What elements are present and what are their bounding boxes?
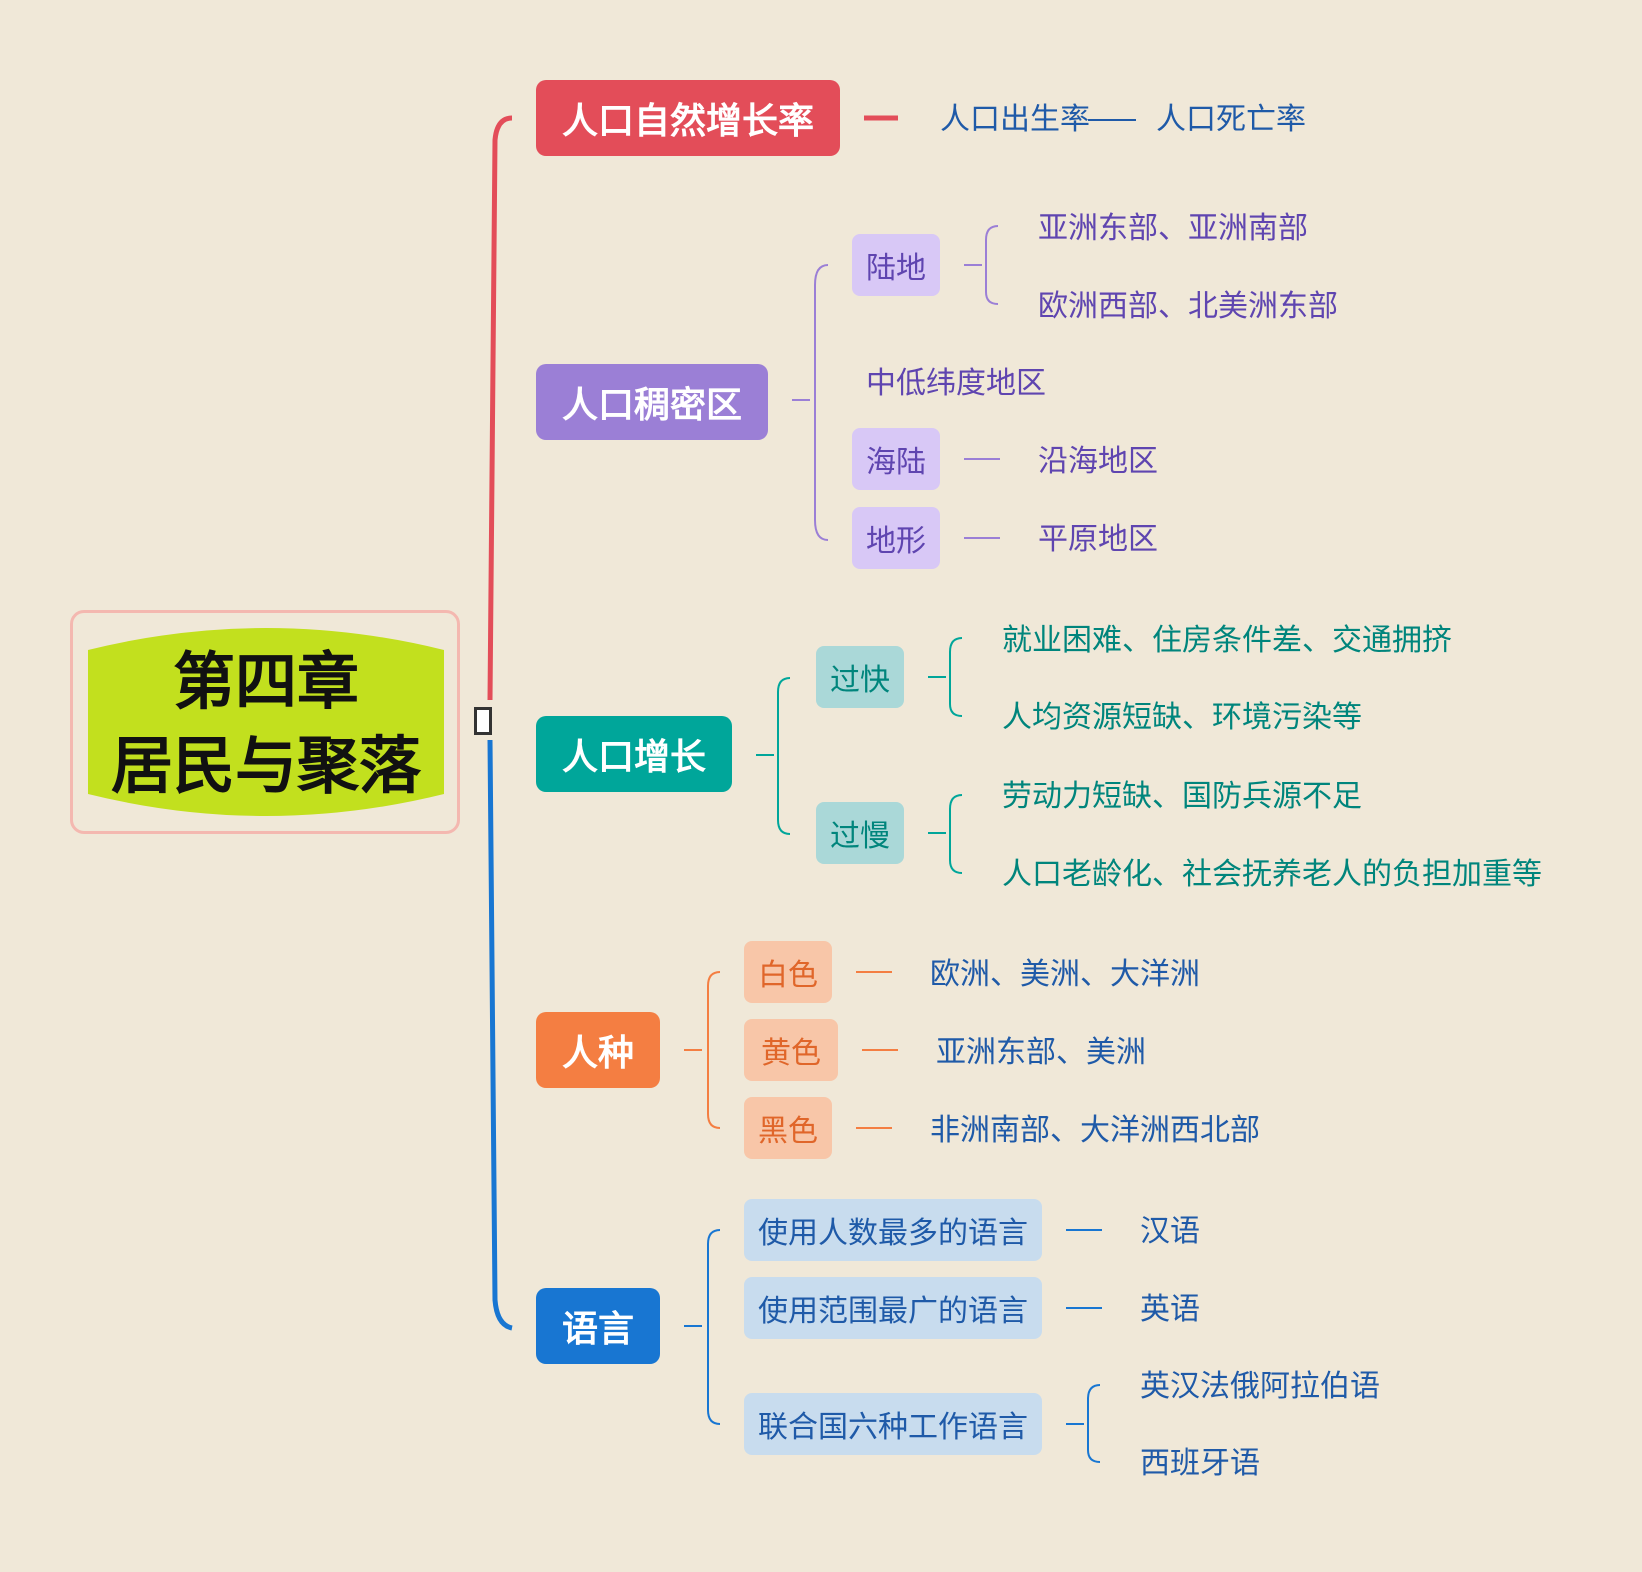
b3-bracket bbox=[756, 677, 791, 835]
b4-bracket bbox=[684, 971, 721, 1129]
branch-natural-growth-label: 人口自然增长率 bbox=[561, 101, 814, 142]
black-value: 非洲南部、大洋洲西北部 bbox=[930, 1113, 1260, 1148]
terrain-value: 平原地区 bbox=[1038, 522, 1158, 557]
node-land-label: 陆地 bbox=[866, 251, 926, 286]
birth-rate-text: 人口出生率 bbox=[940, 102, 1090, 137]
trunk-lower bbox=[487, 739, 513, 1331]
node-terrain-label: 地形 bbox=[866, 524, 926, 559]
branch-population-growth-label: 人口增长 bbox=[561, 737, 706, 778]
node-white-label: 白色 bbox=[758, 958, 818, 993]
node-black-label: 黑色 bbox=[758, 1114, 818, 1149]
root-node-frame bbox=[70, 610, 460, 834]
node-sealand[interactable]: 海陆 bbox=[852, 428, 940, 490]
white-value: 欧洲、美洲、大洋洲 bbox=[930, 957, 1200, 992]
node-most-widespread[interactable]: 使用范围最广的语言 bbox=[744, 1277, 1042, 1339]
node-un-languages[interactable]: 联合国六种工作语言 bbox=[744, 1393, 1042, 1455]
branch-language[interactable]: 语言 bbox=[536, 1288, 660, 1364]
branch-race-label: 人种 bbox=[561, 1033, 634, 1074]
most-spoken-value: 汉语 bbox=[1140, 1214, 1200, 1249]
b2-land-bracket bbox=[964, 225, 999, 305]
node-sealand-label: 海陆 bbox=[866, 445, 926, 480]
b5-un-bracket bbox=[1066, 1384, 1101, 1463]
un-languages-item-1: 英汉法俄阿拉伯语 bbox=[1140, 1369, 1380, 1404]
b5-bracket bbox=[684, 1229, 721, 1425]
branch-dense-area[interactable]: 人口稠密区 bbox=[536, 364, 768, 440]
node-too-fast[interactable]: 过快 bbox=[816, 646, 904, 708]
too-slow-item-2: 人口老龄化、社会抚养老人的负担加重等 bbox=[1002, 857, 1542, 892]
node-yellow[interactable]: 黄色 bbox=[744, 1019, 838, 1081]
natural-growth-formula: 人口出生率 人口死亡率 bbox=[940, 102, 1306, 138]
root-title-line2: 居民与聚落 bbox=[110, 729, 421, 802]
branch-language-label: 语言 bbox=[561, 1309, 634, 1350]
node-terrain[interactable]: 地形 bbox=[852, 507, 940, 569]
node-black[interactable]: 黑色 bbox=[744, 1097, 832, 1159]
node-land[interactable]: 陆地 bbox=[852, 234, 940, 296]
land-item-2: 欧洲西部、北美洲东部 bbox=[1038, 289, 1338, 324]
root-title-line1: 第四章 bbox=[172, 645, 359, 718]
node-un-languages-label: 联合国六种工作语言 bbox=[758, 1410, 1028, 1445]
root-title[interactable]: 第四章 居民与聚落 bbox=[80, 640, 452, 808]
sealand-value: 沿海地区 bbox=[1038, 444, 1158, 479]
branch-dense-area-label: 人口稠密区 bbox=[561, 385, 742, 426]
node-too-fast-label: 过快 bbox=[830, 663, 890, 698]
b2-bracket bbox=[792, 264, 829, 541]
too-fast-item-2: 人均资源短缺、环境污染等 bbox=[1002, 700, 1362, 735]
yellow-value: 亚洲东部、美洲 bbox=[936, 1035, 1146, 1070]
node-most-spoken[interactable]: 使用人数最多的语言 bbox=[744, 1199, 1042, 1261]
land-item-1: 亚洲东部、亚洲南部 bbox=[1038, 211, 1308, 246]
collapse-toggle[interactable] bbox=[474, 707, 492, 735]
death-rate-text: 人口死亡率 bbox=[1156, 102, 1306, 137]
trunk-upper bbox=[487, 115, 513, 701]
node-white[interactable]: 白色 bbox=[744, 941, 832, 1003]
un-languages-item-2: 西班牙语 bbox=[1140, 1446, 1260, 1481]
branch-natural-growth[interactable]: 人口自然增长率 bbox=[536, 80, 840, 156]
too-slow-item-1: 劳动力短缺、国防兵源不足 bbox=[1002, 779, 1362, 814]
too-fast-item-1: 就业困难、住房条件差、交通拥挤 bbox=[1002, 623, 1452, 658]
node-too-slow-label: 过慢 bbox=[830, 819, 890, 854]
branch-population-growth[interactable]: 人口增长 bbox=[536, 716, 732, 792]
b3-fast-bracket bbox=[928, 637, 963, 717]
b3-slow-bracket bbox=[928, 794, 963, 874]
node-most-spoken-label: 使用人数最多的语言 bbox=[758, 1216, 1028, 1251]
node-latitude[interactable]: 中低纬度地区 bbox=[866, 366, 1046, 401]
branch-race[interactable]: 人种 bbox=[536, 1012, 660, 1088]
root-node-shape bbox=[88, 628, 444, 816]
node-too-slow[interactable]: 过慢 bbox=[816, 802, 904, 864]
node-yellow-label: 黄色 bbox=[761, 1036, 821, 1071]
node-most-widespread-label: 使用范围最广的语言 bbox=[758, 1294, 1028, 1329]
most-widespread-value: 英语 bbox=[1140, 1292, 1200, 1327]
